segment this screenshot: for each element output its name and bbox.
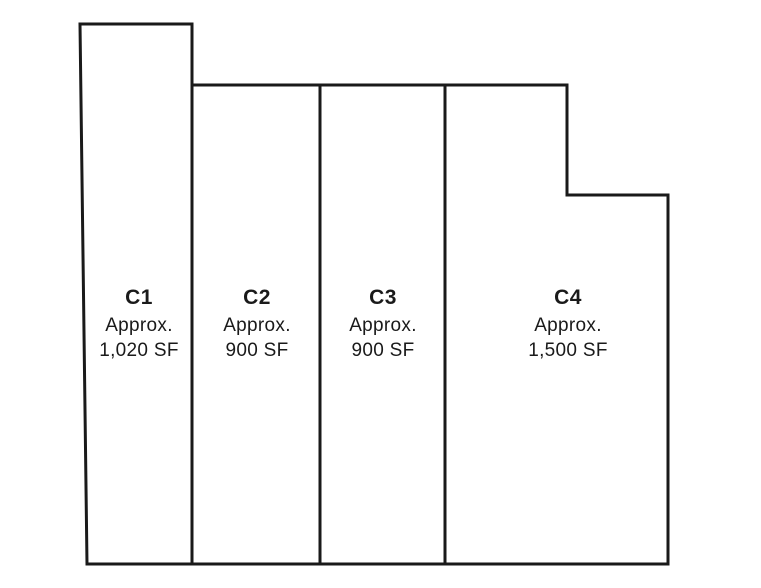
- unit-c4-size: 1,500 SF: [528, 340, 608, 361]
- unit-c1-id: C1: [125, 286, 153, 309]
- unit-label-c3: C3 Approx. 900 SF: [349, 286, 417, 361]
- unit-label-c1: C1 Approx. 1,020 SF: [99, 286, 179, 361]
- unit-label-c4: C4 Approx. 1,500 SF: [528, 286, 608, 361]
- unit-c3-approx: Approx.: [349, 315, 417, 336]
- unit-c2-approx: Approx.: [223, 315, 291, 336]
- unit-label-c2: C2 Approx. 900 SF: [223, 286, 291, 361]
- unit-c1-size: 1,020 SF: [99, 340, 179, 361]
- unit-c2-size: 900 SF: [225, 340, 288, 361]
- unit-c3-size: 900 SF: [351, 340, 414, 361]
- unit-c4-approx: Approx.: [534, 315, 602, 336]
- building-outline: [78, 22, 670, 566]
- unit-c1-approx: Approx.: [105, 315, 173, 336]
- unit-c4-id: C4: [554, 286, 582, 309]
- unit-c3-id: C3: [369, 286, 397, 309]
- unit-c2-id: C2: [243, 286, 271, 309]
